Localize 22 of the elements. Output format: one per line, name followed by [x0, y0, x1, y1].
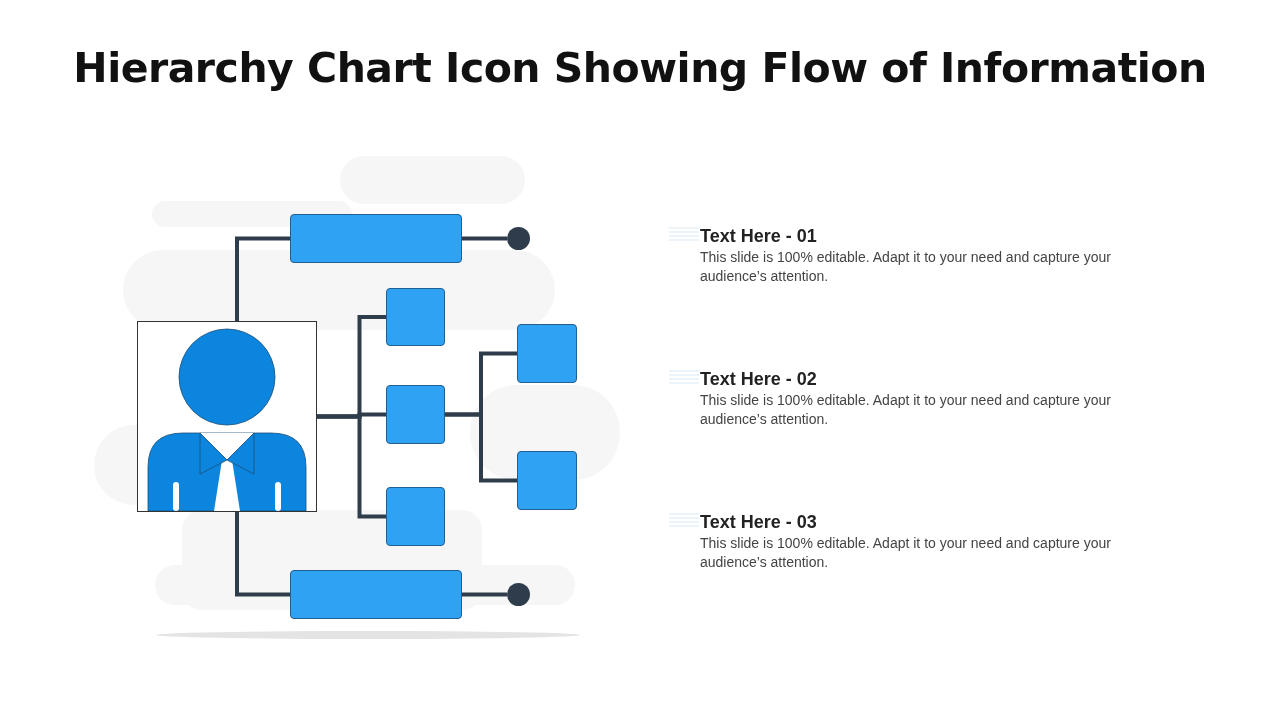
org-block: [386, 385, 445, 444]
org-block: [290, 570, 462, 619]
org-block: [517, 324, 577, 383]
connector-line: [235, 512, 290, 597]
item-heading: Text Here - 01: [700, 225, 818, 247]
connector-line: [462, 592, 507, 597]
org-block: [386, 487, 445, 546]
connector-line: [317, 414, 386, 519]
item-description: This slide is 100% editable. Adapt it to your need and capture your audience’s attention.: [700, 248, 1112, 286]
item-heading: Text Here - 02: [700, 368, 818, 390]
connector-line: [445, 412, 517, 483]
slide-title: Hierarchy Chart Icon Showing Flow of Information: [72, 44, 1208, 92]
person-picture: [137, 321, 317, 512]
connector-line: [462, 236, 507, 241]
item-description: This slide is 100% editable. Adapt it to your need and capture your audience’s attention.: [700, 391, 1112, 429]
org-block: [517, 451, 577, 510]
end-dot: [507, 227, 530, 250]
connector-line: [235, 236, 290, 321]
item-description: This slide is 100% editable. Adapt it to your need and capture your audience’s attention.: [700, 534, 1112, 572]
org-block: [290, 214, 462, 263]
item-heading: Text Here - 03: [700, 511, 818, 533]
org-block: [386, 288, 445, 346]
